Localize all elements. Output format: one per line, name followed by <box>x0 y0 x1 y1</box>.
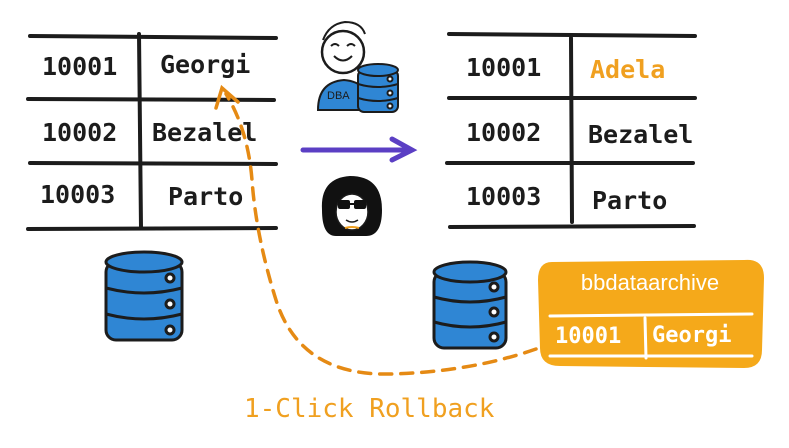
user-with-sunglasses-icon <box>321 176 382 236</box>
left-table-name-cell: Parto <box>168 182 244 211</box>
rollback-arrowhead <box>214 84 240 110</box>
left-table-id-cell: 10003 <box>40 180 116 209</box>
left-table-id-cell: 10001 <box>42 52 118 81</box>
transition-arrow <box>300 136 418 163</box>
dba-database-icon <box>357 63 399 113</box>
right-table-id-cell: 10001 <box>466 53 542 82</box>
left-table-name-cell: Georgi <box>160 50 251 79</box>
right-table-id-cell: 10002 <box>466 118 542 147</box>
rollback-path <box>224 92 538 376</box>
left-table-id-cell: 10002 <box>42 118 118 147</box>
archive-id-cell: 10001 <box>555 324 622 349</box>
right-table-name-cell: Bezalel <box>588 120 694 149</box>
target-database-icon <box>432 260 508 350</box>
right-table-name-cell: Parto <box>592 186 668 215</box>
right-table-id-cell: 10003 <box>466 182 542 211</box>
archive-name-cell: Georgi <box>652 323 732 348</box>
archive-box <box>538 259 764 368</box>
archive-title: bbdataarchive <box>580 270 720 295</box>
right-table-name-cell-changed: Adela <box>590 55 666 84</box>
source-database-icon <box>104 250 184 342</box>
left-table-grid <box>26 32 278 231</box>
dba-badge: DBA <box>327 90 350 102</box>
left-table-name-cell: Bezalel <box>152 118 258 147</box>
right-table-grid <box>445 32 697 229</box>
rollback-caption: 1-Click Rollback <box>244 394 495 424</box>
